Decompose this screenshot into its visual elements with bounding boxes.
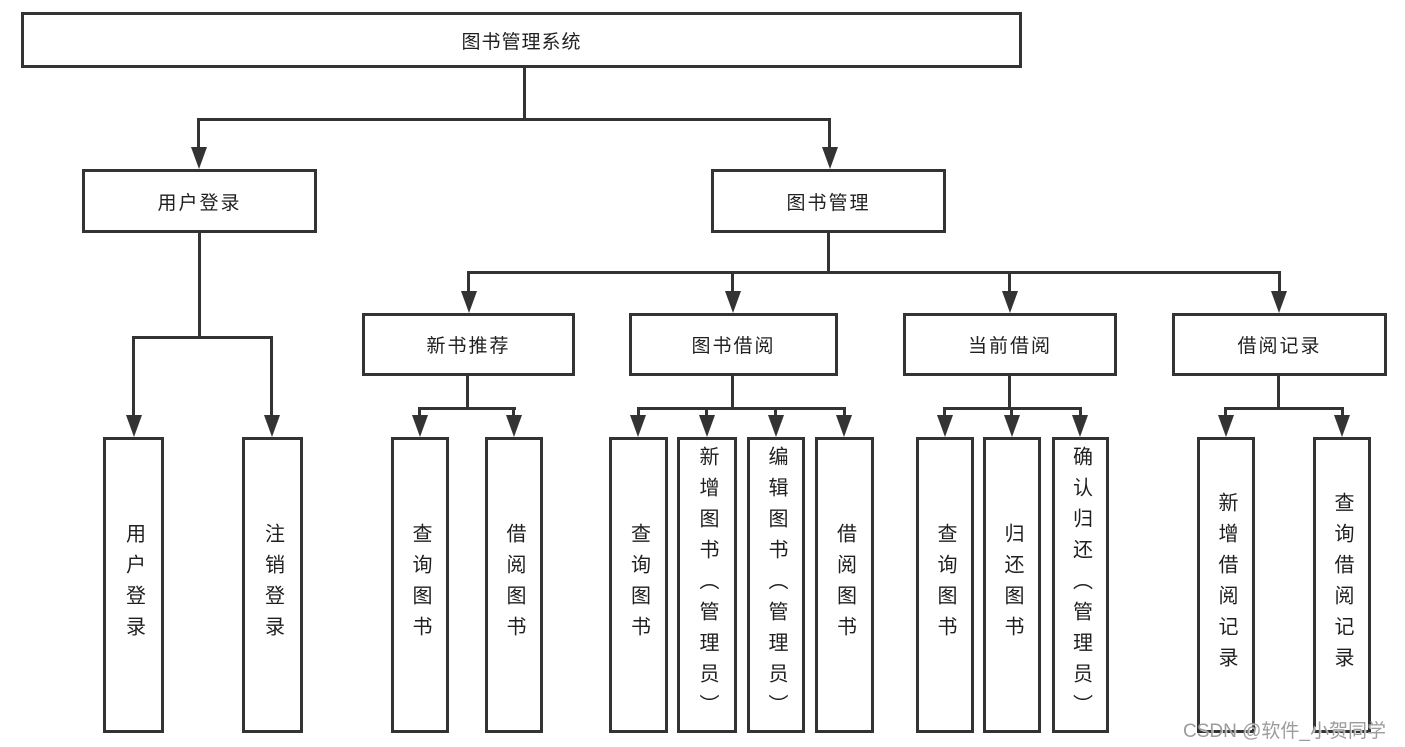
node-leaf-return-books: 归还图书 bbox=[983, 437, 1041, 733]
arrow-down-icon bbox=[937, 415, 953, 437]
connector-current-borrowing-drop-2 bbox=[1010, 407, 1013, 419]
node-leaf-add-borrow-record: 新增借阅记录 bbox=[1197, 437, 1255, 733]
connector-root-stem bbox=[523, 68, 526, 118]
connector-book-borrowing-drop-3 bbox=[774, 407, 777, 419]
node-label: 查询借阅记录 bbox=[1331, 492, 1353, 678]
node-borrowing-records: 借阅记录 bbox=[1172, 313, 1387, 376]
node-label: 查询图书 bbox=[934, 523, 956, 647]
connector-new-book-recommend-bar bbox=[418, 407, 516, 410]
node-label: 图书借阅 bbox=[691, 336, 776, 357]
node-book-borrowing: 图书借阅 bbox=[629, 313, 838, 376]
node-current-borrowing: 当前借阅 bbox=[903, 313, 1117, 376]
node-leaf-query-books-current: 查询图书 bbox=[916, 437, 974, 733]
node-label: 确认归还（管理员） bbox=[1069, 445, 1092, 725]
arrow-down-icon bbox=[836, 415, 852, 437]
arrow-down-icon bbox=[1271, 291, 1287, 313]
node-label: 用户登录 bbox=[157, 192, 242, 214]
node-label: 借阅记录 bbox=[1237, 336, 1322, 357]
node-leaf-query-books-borrowing: 查询图书 bbox=[609, 437, 668, 733]
connector-new-book-recommend-drop-1 bbox=[418, 407, 421, 419]
node-label: 新书推荐 bbox=[426, 336, 511, 357]
node-label: 查询图书 bbox=[627, 523, 650, 647]
arrow-down-icon bbox=[412, 415, 428, 437]
connector-book-management-drop-2 bbox=[731, 271, 734, 293]
arrow-down-icon bbox=[461, 291, 477, 313]
connector-borrowing-records-drop-2 bbox=[1341, 407, 1344, 419]
connector-user-login-stem bbox=[198, 233, 201, 336]
connector-borrowing-records-drop-1 bbox=[1224, 407, 1227, 419]
connector-borrowing-records-stem bbox=[1277, 376, 1280, 410]
arrow-down-icon bbox=[506, 415, 522, 437]
connector-book-management-drop-3 bbox=[1008, 271, 1011, 293]
arrow-down-icon bbox=[1218, 415, 1234, 437]
arrow-down-icon bbox=[1004, 415, 1020, 437]
connector-book-management-drop-4 bbox=[1278, 271, 1281, 293]
csdn-watermark: CSDN @软件_小贺同学 bbox=[1183, 721, 1386, 742]
node-leaf-confirm-return-admin: 确认归还（管理员） bbox=[1052, 437, 1109, 733]
connector-book-borrowing-stem bbox=[731, 376, 734, 410]
connector-borrowing-records-bar bbox=[1224, 407, 1344, 410]
node-label: 图书管理系统 bbox=[461, 31, 582, 53]
arrow-down-icon bbox=[725, 291, 741, 313]
arrow-down-icon bbox=[630, 415, 646, 437]
arrow-down-icon bbox=[1002, 291, 1018, 313]
node-label: 查询图书 bbox=[409, 523, 431, 647]
connector-book-management-stem bbox=[827, 233, 830, 274]
node-leaf-query-books-recommend: 查询图书 bbox=[391, 437, 449, 733]
node-leaf-borrow-books-borrowing: 借阅图书 bbox=[815, 437, 874, 733]
node-label: 编辑图书（管理员） bbox=[765, 445, 787, 725]
arrow-down-icon bbox=[126, 415, 142, 437]
connector-book-management-drop-1 bbox=[467, 271, 470, 293]
connector-user-login-drop-left bbox=[132, 336, 135, 418]
node-label: 借阅图书 bbox=[833, 523, 856, 647]
connector-current-borrowing-drop-1 bbox=[943, 407, 946, 419]
connector-book-management-bar bbox=[467, 271, 1281, 274]
node-leaf-add-books-admin: 新增图书（管理员） bbox=[677, 437, 737, 733]
connector-current-borrowing-drop-3 bbox=[1079, 407, 1082, 419]
connector-user-login-bar bbox=[132, 336, 273, 339]
connector-book-borrowing-drop-4 bbox=[843, 407, 846, 419]
node-library-management-system: 图书管理系统 bbox=[21, 12, 1022, 68]
connector-new-book-recommend-drop-2 bbox=[512, 407, 515, 419]
connector-book-borrowing-drop-1 bbox=[637, 407, 640, 419]
arrow-down-icon bbox=[191, 147, 207, 169]
node-leaf-query-borrow-record: 查询借阅记录 bbox=[1313, 437, 1371, 733]
arrow-down-icon bbox=[1334, 415, 1350, 437]
connector-root-bar bbox=[197, 118, 831, 121]
node-book-management: 图书管理 bbox=[711, 169, 946, 233]
node-label: 用户登录 bbox=[122, 523, 145, 647]
connector-root-drop-right bbox=[828, 118, 831, 150]
node-label: 注销登录 bbox=[261, 523, 284, 647]
connector-current-borrowing-stem bbox=[1008, 376, 1011, 410]
node-label: 借阅图书 bbox=[503, 523, 525, 647]
node-label: 图书管理 bbox=[786, 192, 871, 214]
node-label: 新增图书（管理员） bbox=[696, 445, 718, 725]
node-leaf-borrow-books-recommend: 借阅图书 bbox=[485, 437, 543, 733]
node-label: 归还图书 bbox=[1001, 523, 1023, 647]
connector-root-drop-left bbox=[197, 118, 200, 150]
node-leaf-user-login: 用户登录 bbox=[103, 437, 164, 733]
node-new-book-recommend: 新书推荐 bbox=[362, 313, 575, 376]
node-label: 当前借阅 bbox=[967, 336, 1052, 357]
arrow-down-icon bbox=[699, 415, 715, 437]
arrow-down-icon bbox=[1072, 415, 1088, 437]
node-user-login: 用户登录 bbox=[82, 169, 317, 233]
arrow-down-icon bbox=[768, 415, 784, 437]
node-leaf-edit-books-admin: 编辑图书（管理员） bbox=[747, 437, 805, 733]
arrow-down-icon bbox=[264, 415, 280, 437]
connector-new-book-recommend-stem bbox=[466, 376, 469, 410]
connector-book-borrowing-bar bbox=[637, 407, 846, 410]
arrow-down-icon bbox=[822, 147, 838, 169]
node-label: 新增借阅记录 bbox=[1215, 492, 1237, 678]
connector-book-borrowing-drop-2 bbox=[705, 407, 708, 419]
node-leaf-logout: 注销登录 bbox=[242, 437, 303, 733]
connector-user-login-drop-right bbox=[270, 336, 273, 418]
